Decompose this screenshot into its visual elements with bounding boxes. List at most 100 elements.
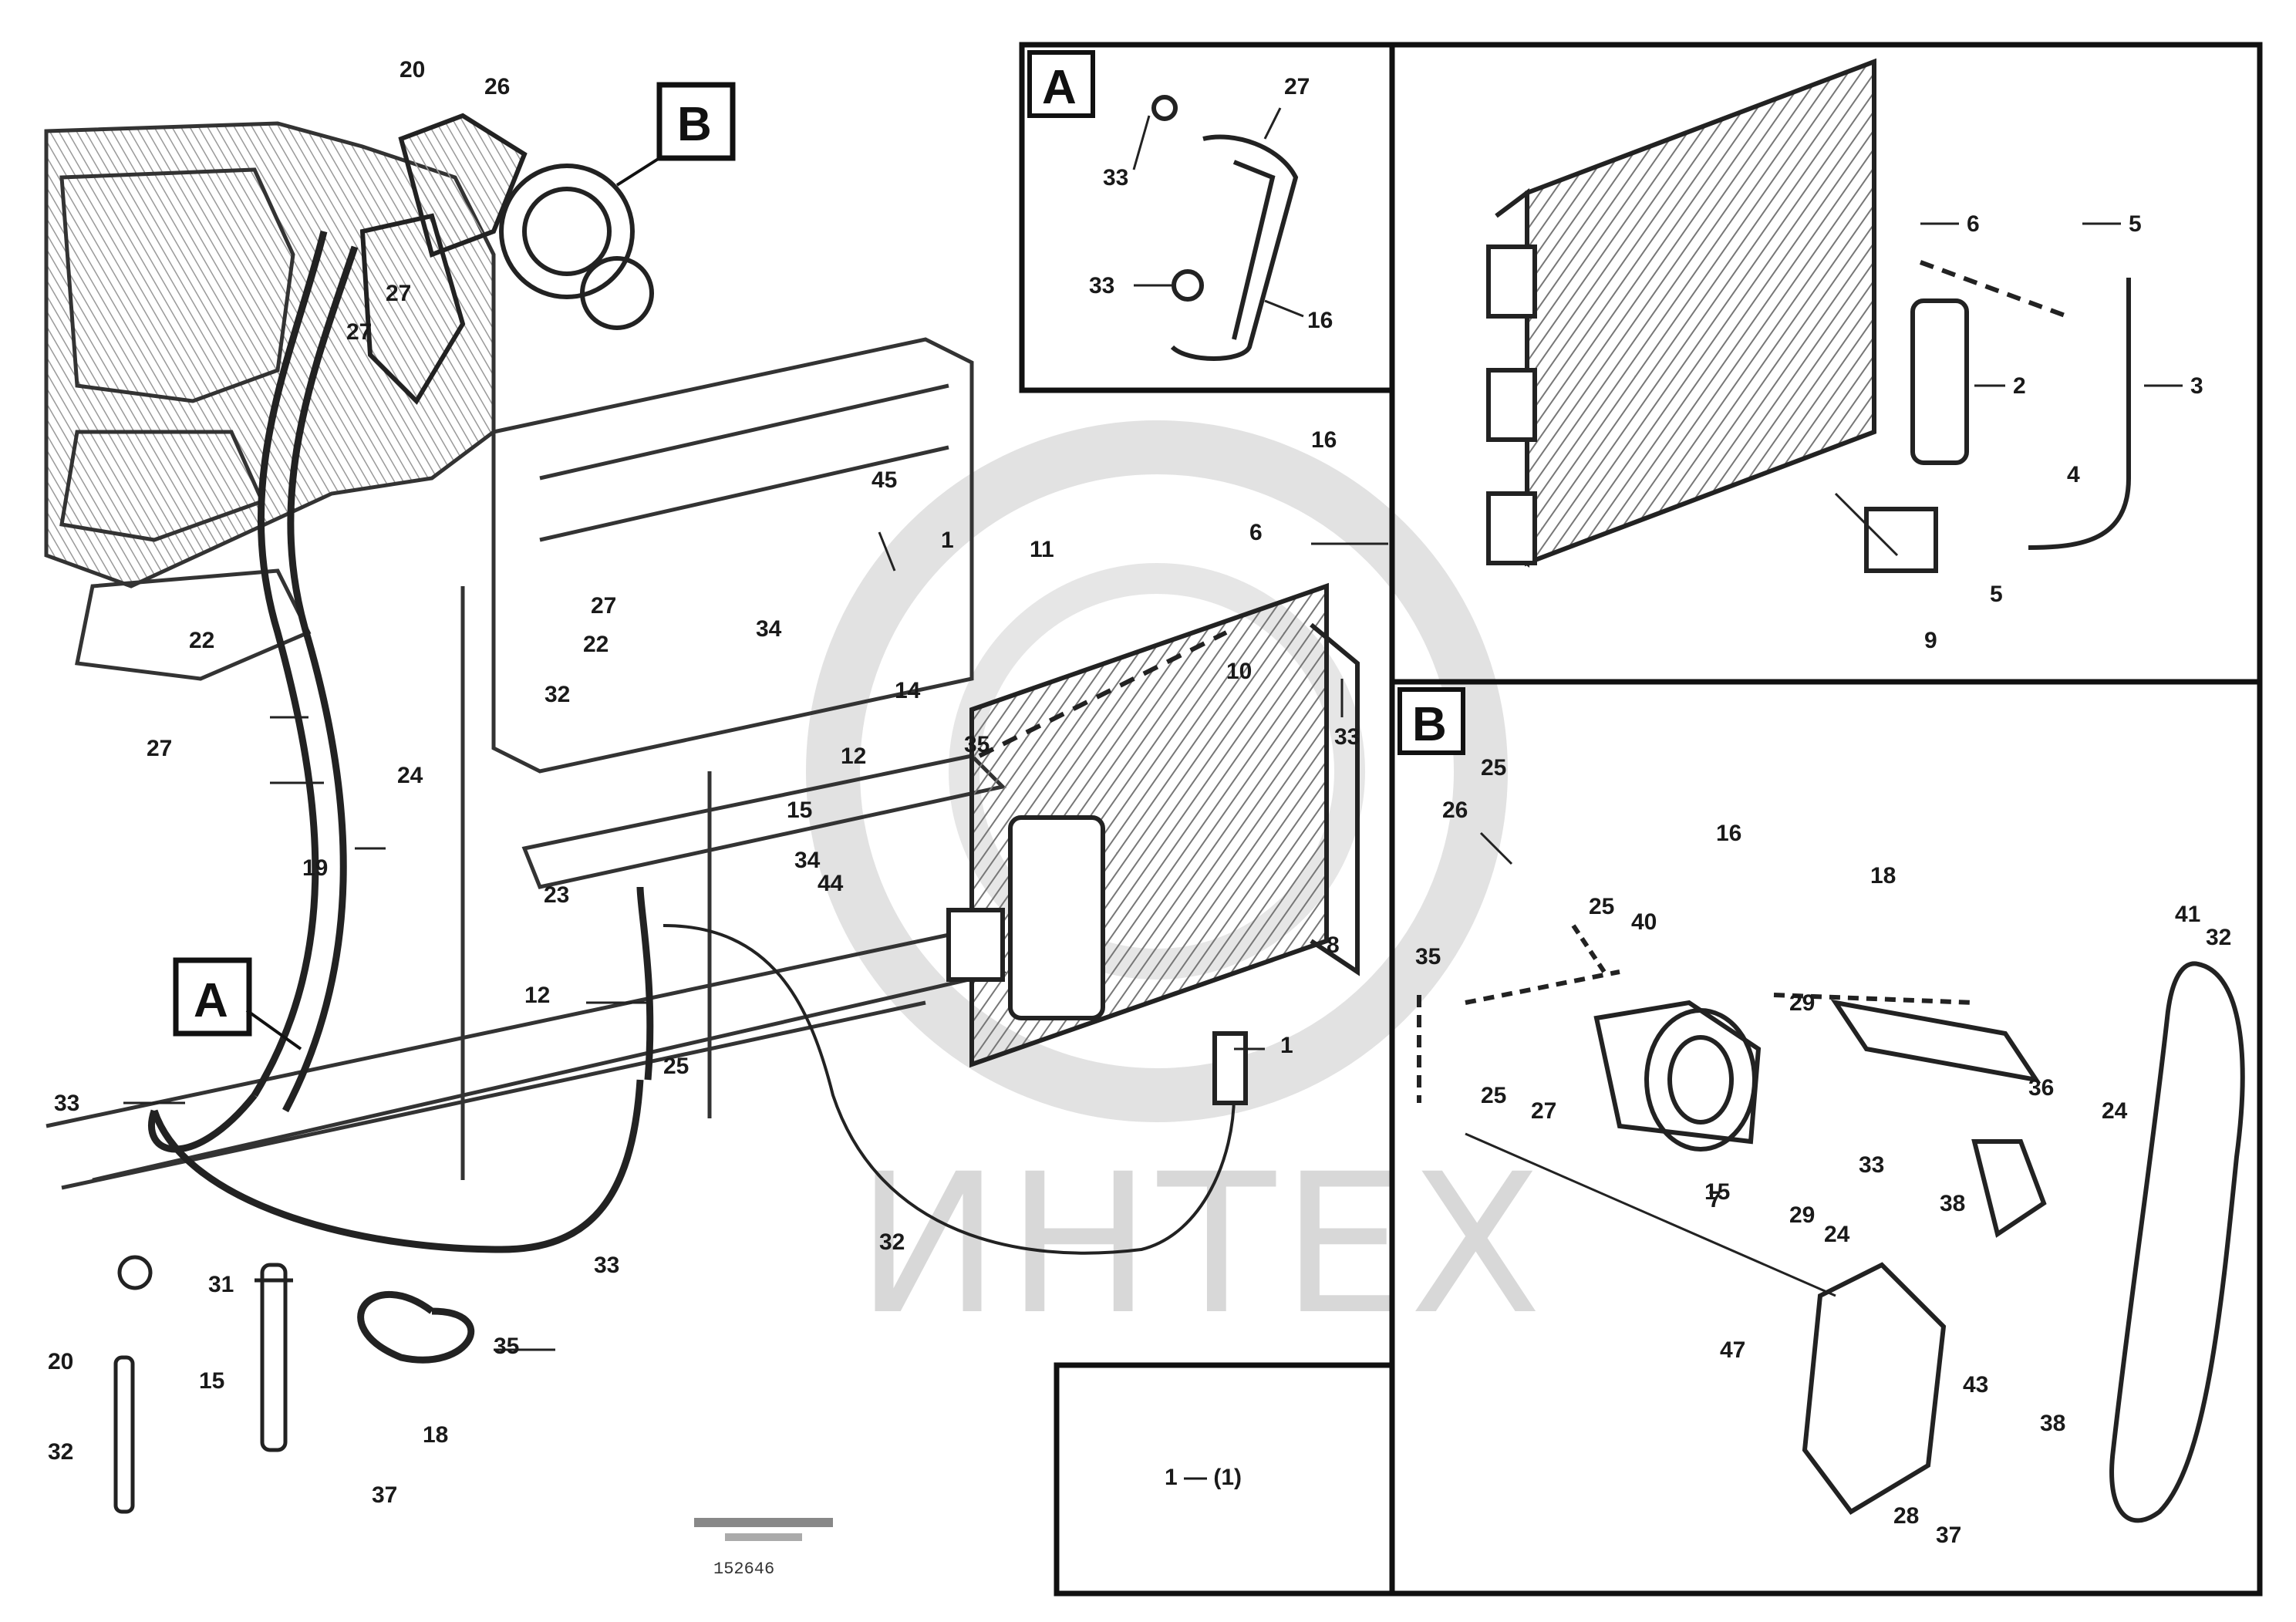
part-label: 1 bbox=[941, 528, 954, 553]
callout-tag-b: B bbox=[615, 82, 736, 187]
inset-frames bbox=[1019, 42, 2263, 1597]
inset-a-label: A bbox=[1042, 61, 1077, 114]
legend-text: 1 — (1) bbox=[1165, 1465, 1242, 1490]
part-label: 5 bbox=[1990, 582, 2003, 607]
part-label: 27 bbox=[147, 736, 172, 761]
part-labels: 20 26 27 27 22 27 24 19 33 31 15 20 32 3… bbox=[48, 57, 2231, 1548]
part-label: 32 bbox=[544, 682, 570, 707]
part-label: 6 bbox=[1249, 520, 1263, 545]
condenser-main bbox=[663, 582, 1360, 1255]
part-label: 29 bbox=[1789, 990, 1815, 1016]
part-label: 15 bbox=[199, 1368, 224, 1394]
part-label: 27 bbox=[591, 593, 616, 619]
part-label: 38 bbox=[2040, 1411, 2065, 1436]
part-label: 25 bbox=[1481, 755, 1506, 781]
part-label: 33 bbox=[1103, 165, 1128, 191]
part-label: 31 bbox=[208, 1272, 234, 1297]
part-label: 3 bbox=[2190, 373, 2203, 399]
part-label: 25 bbox=[1481, 1083, 1506, 1108]
engine-block bbox=[44, 121, 496, 681]
part-label: 4 bbox=[2067, 462, 2080, 487]
part-label: 27 bbox=[346, 319, 372, 345]
part-label: 7 bbox=[1708, 1187, 1721, 1212]
part-label: 27 bbox=[386, 281, 411, 306]
part-label: 29 bbox=[1789, 1202, 1815, 1228]
watermark: ИНТЕХ bbox=[806, 420, 1548, 1357]
part-label: 24 bbox=[2102, 1098, 2128, 1124]
receiver-drier-main bbox=[113, 1255, 293, 1514]
part-label: 47 bbox=[1720, 1337, 1745, 1363]
refrigerant-hoses bbox=[148, 230, 654, 1364]
part-label: 24 bbox=[397, 763, 423, 788]
part-label: 26 bbox=[1442, 798, 1468, 823]
part-label: 28 bbox=[1893, 1503, 1919, 1529]
part-label: 22 bbox=[189, 628, 214, 653]
part-label: 16 bbox=[1307, 308, 1333, 333]
part-label: 6 bbox=[1967, 211, 1980, 237]
part-label: 33 bbox=[1334, 724, 1360, 750]
part-label: 26 bbox=[484, 74, 510, 99]
frame-rail bbox=[46, 337, 1007, 1190]
part-label: 1 bbox=[1280, 1033, 1293, 1058]
part-label: 27 bbox=[1531, 1098, 1556, 1124]
inset-b-label: B bbox=[1412, 698, 1447, 751]
part-label: 25 bbox=[1589, 894, 1614, 919]
part-label: 33 bbox=[1859, 1152, 1884, 1178]
footer-reference: 152646 bbox=[694, 1518, 833, 1579]
part-label: 2 bbox=[2013, 373, 2026, 399]
part-label: 15 bbox=[1704, 1179, 1730, 1205]
part-label: 34 bbox=[756, 616, 782, 642]
part-label: 32 bbox=[2206, 925, 2231, 950]
callout-tag-a: A bbox=[173, 957, 302, 1050]
callout-b-label: B bbox=[677, 98, 712, 151]
part-label: 19 bbox=[302, 855, 328, 881]
leader-lines bbox=[123, 531, 1388, 1351]
part-label: 35 bbox=[964, 732, 990, 757]
part-label: 27 bbox=[1284, 74, 1310, 99]
part-label: 15 bbox=[787, 798, 812, 823]
part-label: 33 bbox=[594, 1253, 619, 1278]
inset-view-b: B bbox=[1397, 687, 2245, 1523]
part-label: 23 bbox=[544, 882, 569, 908]
part-label: 41 bbox=[2175, 902, 2200, 927]
part-label: 38 bbox=[1940, 1191, 1965, 1216]
part-label: 34 bbox=[794, 848, 821, 873]
part-label: 43 bbox=[1963, 1372, 1988, 1398]
part-label: 16 bbox=[1311, 427, 1337, 453]
part-label: 18 bbox=[423, 1422, 448, 1448]
part-label: 36 bbox=[2028, 1075, 2054, 1101]
part-label: 37 bbox=[372, 1482, 397, 1508]
part-label: 16 bbox=[1716, 821, 1741, 846]
part-label: 20 bbox=[400, 57, 425, 83]
callout-a-label: A bbox=[194, 974, 228, 1027]
part-label: 32 bbox=[879, 1229, 905, 1255]
part-label: 35 bbox=[494, 1334, 519, 1359]
part-label: 9 bbox=[1924, 628, 1937, 653]
part-label: 18 bbox=[1870, 863, 1896, 889]
part-label: 33 bbox=[54, 1091, 79, 1116]
part-label: 20 bbox=[48, 1349, 73, 1374]
legend-box: 1 — (1) bbox=[1165, 1465, 1242, 1490]
part-label: 24 bbox=[1824, 1222, 1850, 1247]
part-label: 8 bbox=[1327, 932, 1340, 958]
part-label: 12 bbox=[524, 983, 550, 1008]
part-label: 14 bbox=[895, 678, 921, 703]
inset-view-a: A bbox=[1027, 50, 1304, 361]
part-label: 37 bbox=[1936, 1523, 1961, 1548]
part-label: 11 bbox=[1030, 537, 1054, 562]
inset-condenser bbox=[1486, 58, 2183, 573]
footer-ref: 152646 bbox=[713, 1560, 774, 1579]
compressor-assembly bbox=[359, 113, 654, 405]
part-label: 44 bbox=[818, 871, 844, 896]
part-label: 35 bbox=[1415, 944, 1441, 969]
part-label: 22 bbox=[583, 632, 609, 657]
part-label: 32 bbox=[48, 1439, 73, 1465]
watermark-text: ИНТЕХ bbox=[856, 1132, 1548, 1357]
part-label: 25 bbox=[663, 1054, 689, 1079]
part-label: 12 bbox=[841, 744, 866, 769]
part-label: 5 bbox=[2129, 211, 2142, 237]
part-label: 40 bbox=[1631, 909, 1657, 935]
part-label: 10 bbox=[1226, 659, 1252, 684]
part-label: 45 bbox=[872, 467, 897, 493]
